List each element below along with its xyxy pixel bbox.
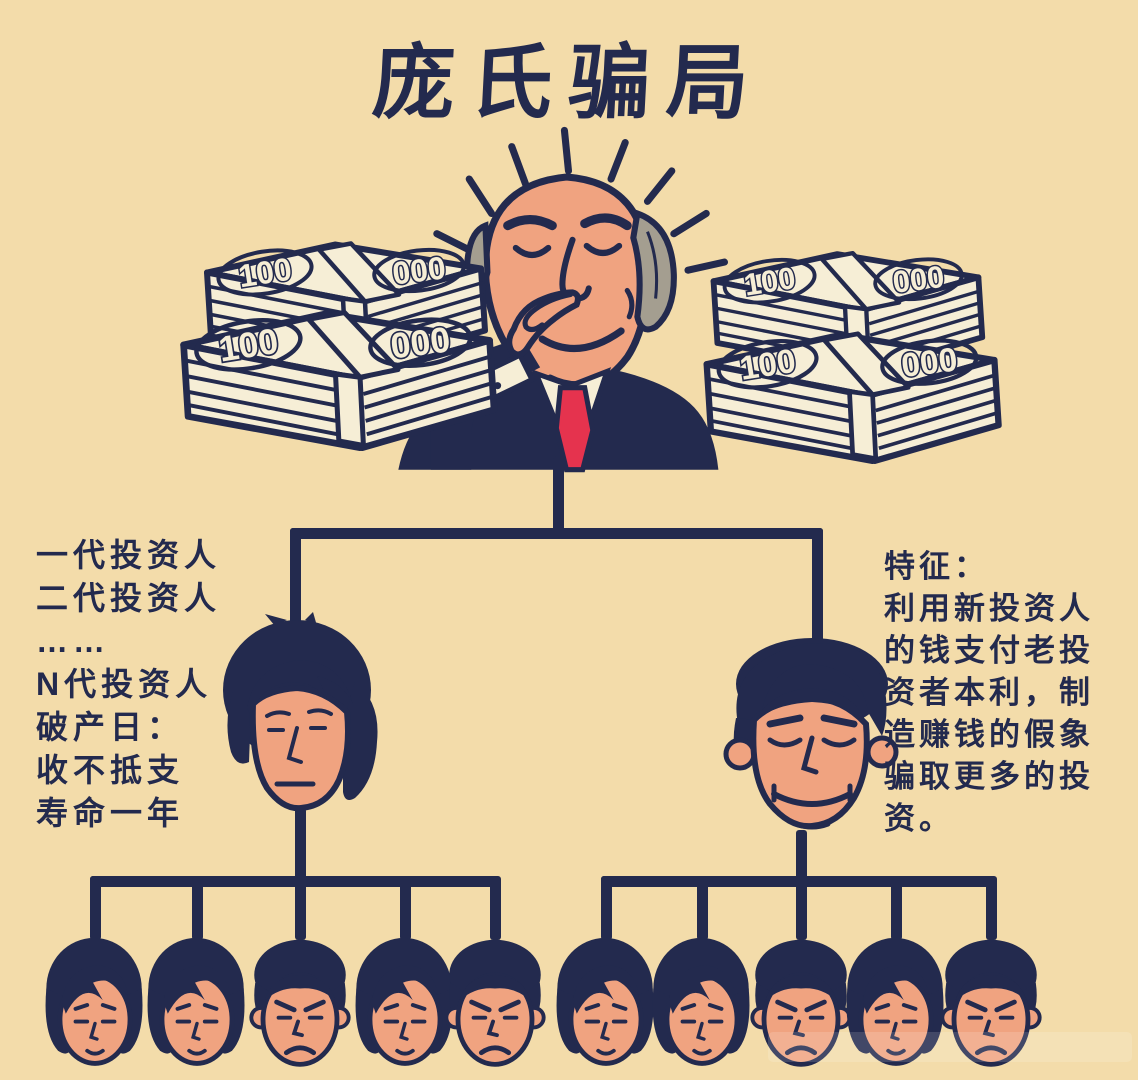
left-annotation-line: N代投资人 (36, 666, 213, 702)
small-investor-5 (436, 932, 554, 1078)
boss-tie (553, 385, 596, 473)
tree-drop (490, 876, 501, 940)
left-annotation-line: 二代投资人 (36, 580, 222, 616)
left-annotation-line: 收不抵支 (36, 752, 185, 788)
tree-drop (891, 876, 902, 940)
boss-gray-hair-right (630, 209, 677, 333)
right-annotation: 特征： 利用新投资人 的钱支付老投 资者本利，制 造赚钱的假象 骗取更多的投 资… (884, 546, 1094, 840)
page-title: 庞氏骗局 (370, 35, 768, 131)
left-annotation: 一代投资人 二代投资人 …… N代投资人 破产日： 收不抵支 寿命一年 (36, 534, 221, 835)
tree-drop (400, 876, 411, 940)
right-annotation-line: 利用新投资人 (884, 591, 1094, 626)
tree-drop (601, 876, 612, 940)
tree-subtrunk-left (295, 808, 306, 887)
right-annotation-line: 的钱支付老投 (884, 633, 1094, 668)
tree-branch-level1 (290, 528, 823, 539)
tree-subtrunk-right (796, 830, 807, 887)
watermark-band (768, 1032, 1132, 1062)
money-stack-left-bottom (168, 298, 503, 470)
right-annotation-line: 特征： (884, 549, 989, 584)
tree-drop (796, 876, 807, 940)
small-investor-3 (241, 932, 359, 1078)
left-annotation-line: 寿命一年 (36, 795, 185, 831)
shine-rays (433, 126, 729, 274)
tree-drop-left (290, 528, 301, 628)
investor-right-figure (723, 638, 899, 830)
small-investor-1 (36, 932, 154, 1078)
right-annotation-line: 骗取更多的投 (884, 759, 1094, 794)
boss-mustache-curl (522, 291, 574, 332)
investor-left-figure (223, 612, 378, 812)
tree-drop (986, 876, 997, 940)
left-annotation-line: …… (36, 623, 110, 659)
left-annotation-line: 一代投资人 (36, 537, 222, 573)
money-stack-right-bottom (692, 320, 1007, 482)
right-annotation-line: 资。 (884, 801, 954, 836)
tree-drop-right (812, 528, 823, 646)
tree-drop (192, 876, 203, 940)
tree-drop (697, 876, 708, 940)
right-annotation-line: 资者本利，制 (884, 675, 1094, 710)
small-investor-2 (138, 932, 256, 1078)
right-annotation-line: 造赚钱的假象 (884, 717, 1094, 752)
tree-drop (295, 876, 306, 940)
tree-drop (90, 876, 101, 940)
tree-trunk (553, 456, 564, 538)
left-annotation-line: 破产日： (36, 709, 185, 745)
boss-figure (398, 126, 729, 473)
